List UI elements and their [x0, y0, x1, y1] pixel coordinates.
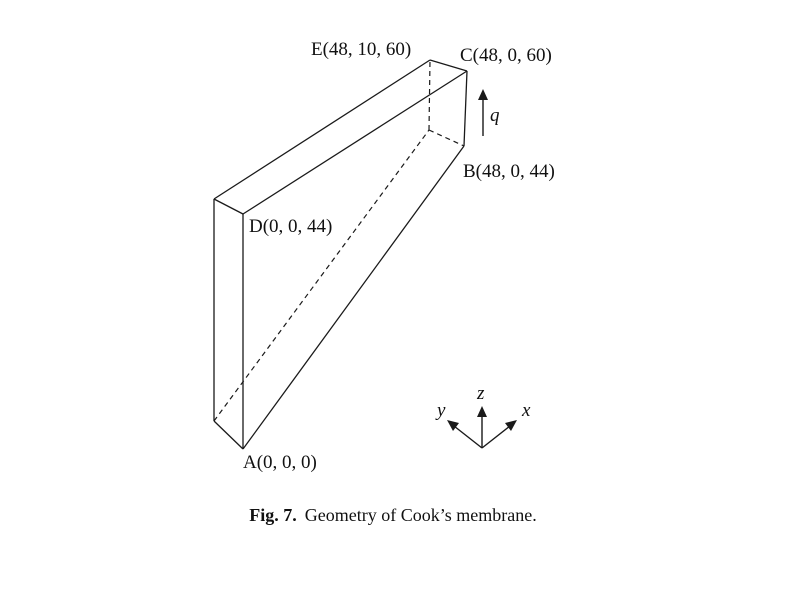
label-point-c: C(48, 0, 60) — [460, 45, 552, 66]
label-point-a: A(0, 0, 0) — [243, 452, 317, 473]
axis-label-x: x — [521, 400, 531, 421]
axis-label-z: z — [476, 383, 485, 404]
caption-number: Fig. 7. — [249, 505, 297, 525]
visible-edges — [213, 59, 468, 450]
axis-label-y: y — [435, 400, 446, 421]
figure-caption: Fig. 7. Geometry of Cook’s membrane. — [0, 505, 786, 526]
edge-hidden-back-right — [428, 59, 431, 131]
axis-x-arrow-icon — [505, 420, 517, 431]
axis-y-arrow-icon — [447, 420, 459, 431]
label-point-e: E(48, 10, 60) — [311, 39, 411, 60]
load-label: q — [490, 105, 500, 126]
label-point-b: B(48, 0, 44) — [463, 161, 555, 182]
hidden-edges — [213, 59, 465, 422]
edge-depth-top-left — [213, 198, 244, 215]
edge-front-bottom — [242, 145, 465, 450]
edge-back-top — [213, 59, 431, 200]
edge-hidden-back-bottom — [213, 129, 430, 422]
axes-triad: z y x — [435, 383, 531, 449]
axis-y-shaft — [453, 425, 483, 449]
edge-front-right — [463, 70, 468, 147]
edge-depth-top-right — [429, 59, 468, 72]
edge-depth-bottom-left — [213, 420, 244, 450]
axis-x-shaft — [481, 425, 511, 449]
axis-z-arrow-icon — [477, 406, 487, 417]
label-point-d: D(0, 0, 44) — [249, 216, 332, 237]
load-arrow: q — [478, 89, 500, 136]
load-arrow-head-icon — [478, 89, 488, 100]
edge-hidden-depth-bottom-right — [428, 129, 465, 147]
caption-text: Geometry of Cook’s membrane. — [304, 505, 537, 525]
edge-front-top — [242, 70, 468, 215]
